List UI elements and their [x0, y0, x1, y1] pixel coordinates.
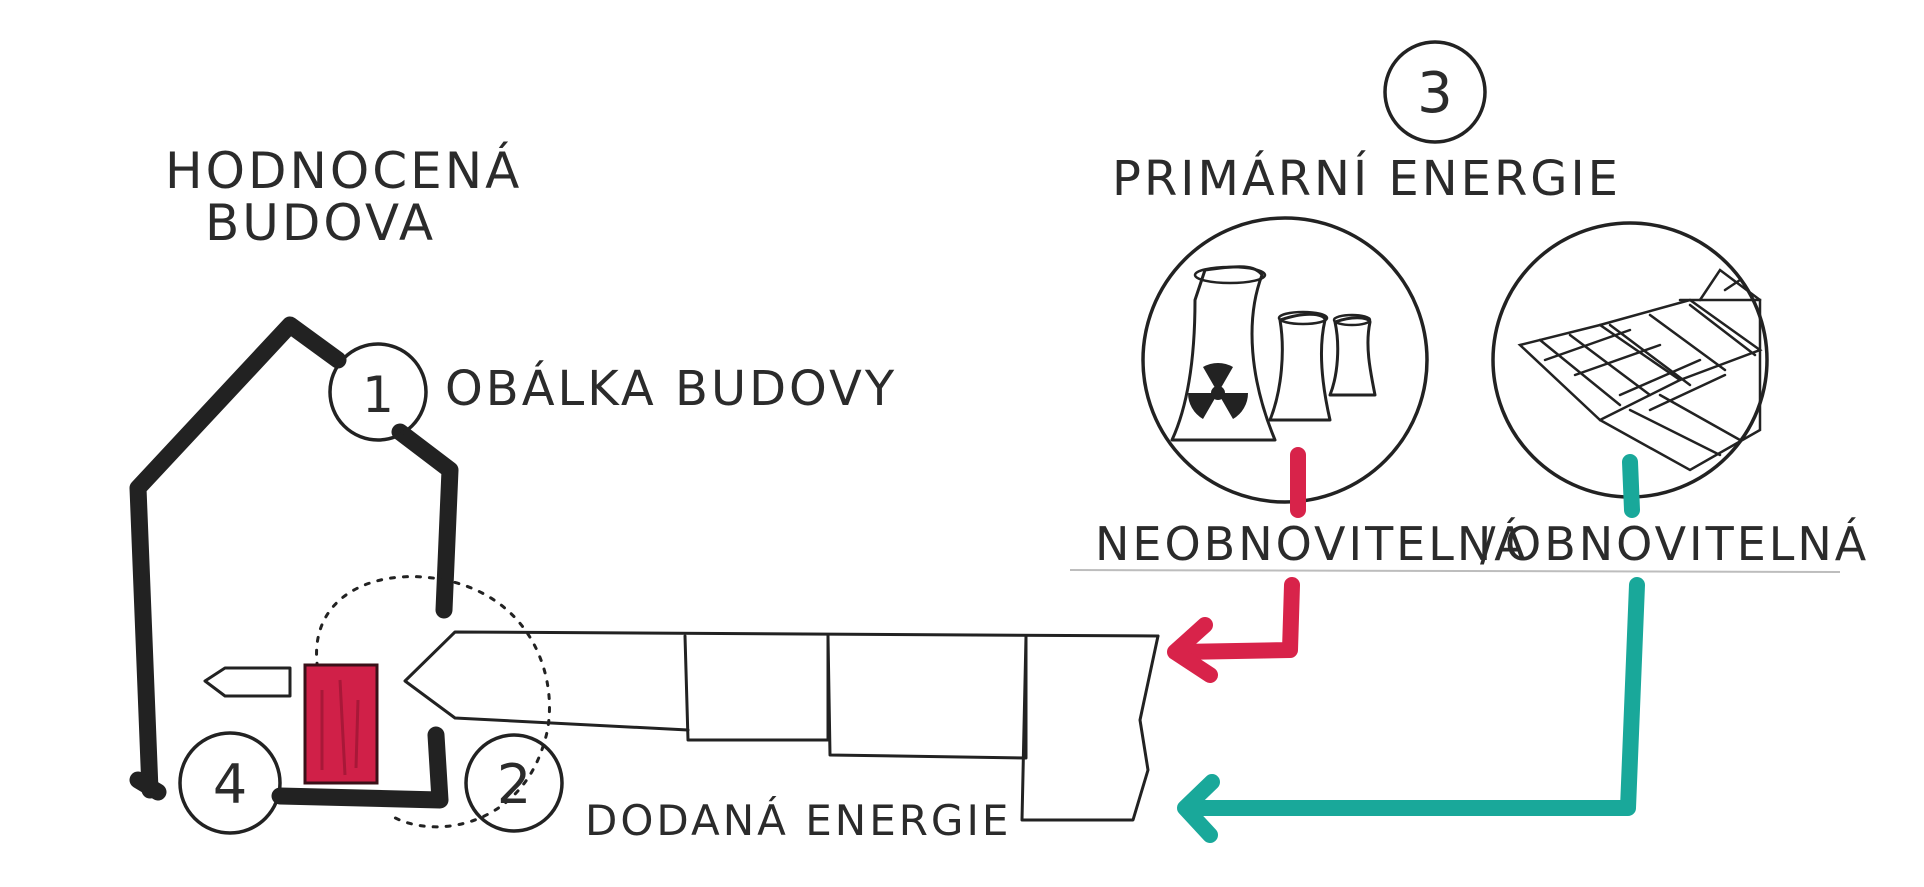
- label-non-renewable: NEOBNOVITELNÁ: [1095, 517, 1529, 571]
- title-line-2: BUDOVA: [205, 194, 436, 252]
- building-envelope: [138, 325, 450, 800]
- marker-3: 3: [1385, 42, 1485, 142]
- marker-1: 1: [330, 344, 426, 440]
- marker-4-number: 4: [213, 753, 247, 816]
- title-line-1: HODNOCENÁ: [165, 141, 522, 200]
- label-separator: /: [1480, 517, 1499, 571]
- energy-source-unit: [305, 665, 377, 783]
- nuclear-power-plant-icon: [1143, 218, 1427, 502]
- radiation-icon: [1188, 363, 1248, 419]
- marker-2: 2: [466, 735, 562, 831]
- marker-4: 4: [180, 733, 280, 833]
- label-primary: PRIMÁRNÍ ENERGIE: [1112, 150, 1621, 207]
- marker-1-number: 1: [362, 366, 394, 424]
- label-renewable: OBNOVITELNÁ: [1505, 517, 1869, 571]
- energy-type-labels: NEOBNOVITELNÁ / OBNOVITELNÁ: [1095, 517, 1869, 571]
- label-delivered: DODANÁ ENERGIE: [585, 795, 1011, 845]
- label-envelope: OBÁLKA BUDOVY: [445, 360, 897, 417]
- output-arrow: [205, 668, 290, 696]
- marker-2-number: 2: [497, 753, 531, 816]
- marker-3-number: 3: [1417, 61, 1453, 126]
